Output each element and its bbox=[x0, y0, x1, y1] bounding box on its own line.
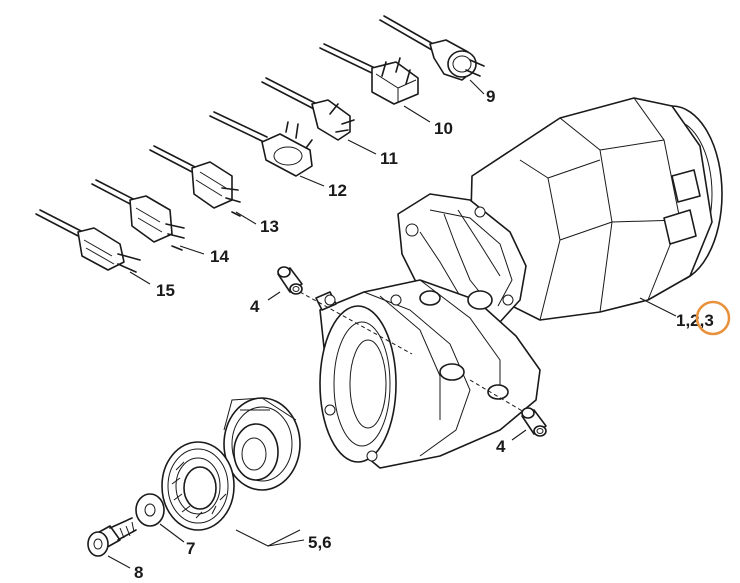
callout-13[interactable]: 13 bbox=[260, 217, 279, 236]
callout-7[interactable]: 7 bbox=[186, 539, 195, 558]
dowel-sleeve-lower[interactable] bbox=[521, 407, 547, 437]
leader-line-8 bbox=[107, 555, 131, 569]
power-cord-10[interactable] bbox=[319, 43, 419, 105]
callout-15[interactable]: 15 bbox=[156, 281, 175, 300]
screw-8[interactable] bbox=[87, 517, 137, 557]
power-cord-12[interactable] bbox=[209, 111, 313, 177]
leader-line-56 bbox=[267, 539, 305, 547]
leader-line-11 bbox=[347, 139, 377, 155]
callout-1-2-3[interactable]: 1,2,3 bbox=[676, 311, 714, 330]
callout-9[interactable]: 9 bbox=[486, 87, 495, 106]
callout-4-upper[interactable]: 4 bbox=[250, 297, 260, 316]
leader-line-123 bbox=[639, 297, 677, 317]
dowel-sleeve-upper[interactable] bbox=[277, 266, 303, 295]
leader-line-12 bbox=[299, 175, 325, 187]
leader-line-4a bbox=[267, 291, 281, 301]
power-cord-15[interactable] bbox=[35, 209, 141, 273]
leader-line-10 bbox=[403, 105, 431, 123]
power-cord-9[interactable] bbox=[379, 15, 485, 81]
bearing-ring-6[interactable] bbox=[161, 441, 235, 531]
seal-ring-5[interactable] bbox=[223, 397, 301, 491]
callout-11[interactable]: 11 bbox=[380, 149, 398, 168]
leader-line-7 bbox=[159, 523, 185, 543]
bracket-56 bbox=[235, 529, 301, 547]
callout-14[interactable]: 14 bbox=[210, 247, 229, 266]
callout-5-6[interactable]: 5,6 bbox=[308, 533, 332, 552]
assembly-line-lower bbox=[469, 379, 525, 413]
highlight-circle bbox=[695, 300, 731, 336]
leader-line-9 bbox=[469, 79, 485, 95]
assembly-line-upper bbox=[299, 291, 413, 355]
callout-4-lower[interactable]: 4 bbox=[496, 437, 506, 456]
leader-line-15 bbox=[129, 271, 151, 285]
callout-10[interactable]: 10 bbox=[434, 119, 453, 138]
leader-line-4b bbox=[511, 429, 527, 441]
leader-line-13 bbox=[235, 211, 257, 225]
washer-7[interactable] bbox=[135, 493, 165, 527]
power-cord-11[interactable] bbox=[261, 77, 355, 141]
power-cord-13[interactable] bbox=[149, 145, 241, 217]
callout-8[interactable]: 8 bbox=[134, 563, 143, 582]
motor-housing[interactable] bbox=[315, 97, 723, 469]
leader-line-14 bbox=[179, 245, 205, 255]
power-cord-14[interactable] bbox=[91, 179, 185, 251]
callout-12[interactable]: 12 bbox=[328, 181, 347, 200]
